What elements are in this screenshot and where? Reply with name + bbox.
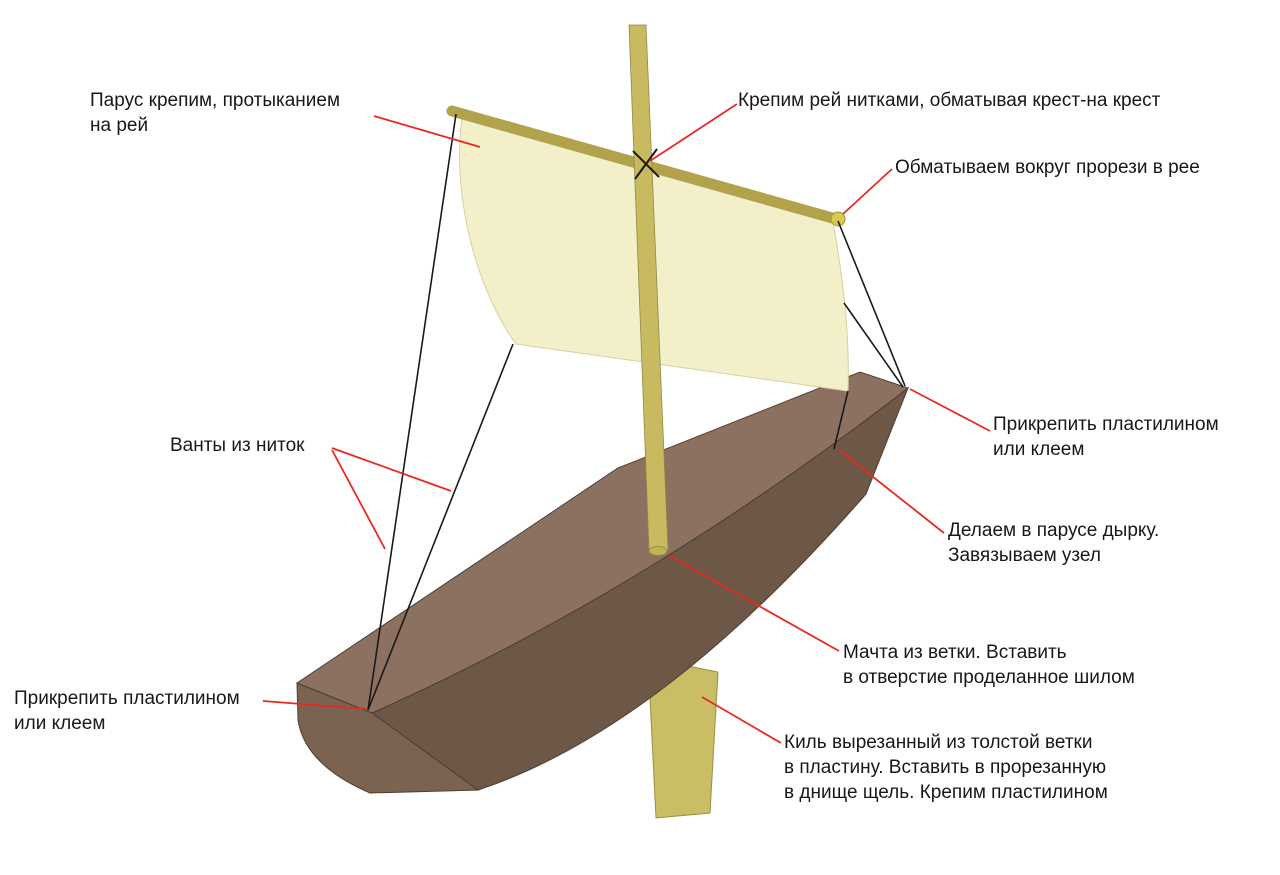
shroud-right-2 [843, 302, 904, 388]
label-sail-attach: Парус крепим, протыканием на рей [90, 90, 341, 137]
leader-shrouds-1 [331, 447, 452, 492]
label-yard-lashing: Крепим рей нитками, обматывая крест-на к… [738, 90, 1161, 111]
mast-base [648, 546, 668, 556]
leader-sail-attach [373, 115, 481, 148]
threads [367, 113, 906, 711]
label-attach-right: Прикрепить пластилином или клеем [993, 414, 1219, 461]
leader-attach-left [262, 700, 367, 710]
shroud-left-1 [367, 113, 457, 711]
label-yard-slot: Обматываем вокруг прорези в рее [895, 157, 1200, 178]
hull-bow [296, 682, 480, 794]
label-shrouds: Ванты из ниток [170, 435, 305, 456]
yard-end-cap [830, 211, 846, 227]
leader-sail-hole [838, 449, 945, 534]
label-keel: Киль вырезанный из толстой ветки в пласт… [784, 732, 1108, 804]
leader-shrouds-2 [331, 449, 386, 550]
label-mast: Мачта из ветки. Вставить в отверстие про… [843, 642, 1135, 689]
sail-corner-tie [833, 390, 849, 450]
label-attach-left: Прикрепить пластилином или клеем [14, 688, 240, 735]
lashing-cross-2 [634, 148, 658, 180]
leader-lines [262, 103, 991, 744]
hull-deck [295, 371, 910, 714]
shroud-left-2 [367, 343, 514, 711]
shroud-right-1 [837, 220, 906, 387]
leader-keel [701, 696, 782, 744]
label-sail-hole: Делаем в парусе дырку. Завязываем узел [948, 520, 1160, 567]
leader-mast [669, 555, 840, 652]
leader-attach-right [909, 388, 991, 432]
leader-yard-lashing [649, 103, 738, 162]
leader-yard-slot [842, 168, 893, 215]
keel [647, 657, 719, 819]
